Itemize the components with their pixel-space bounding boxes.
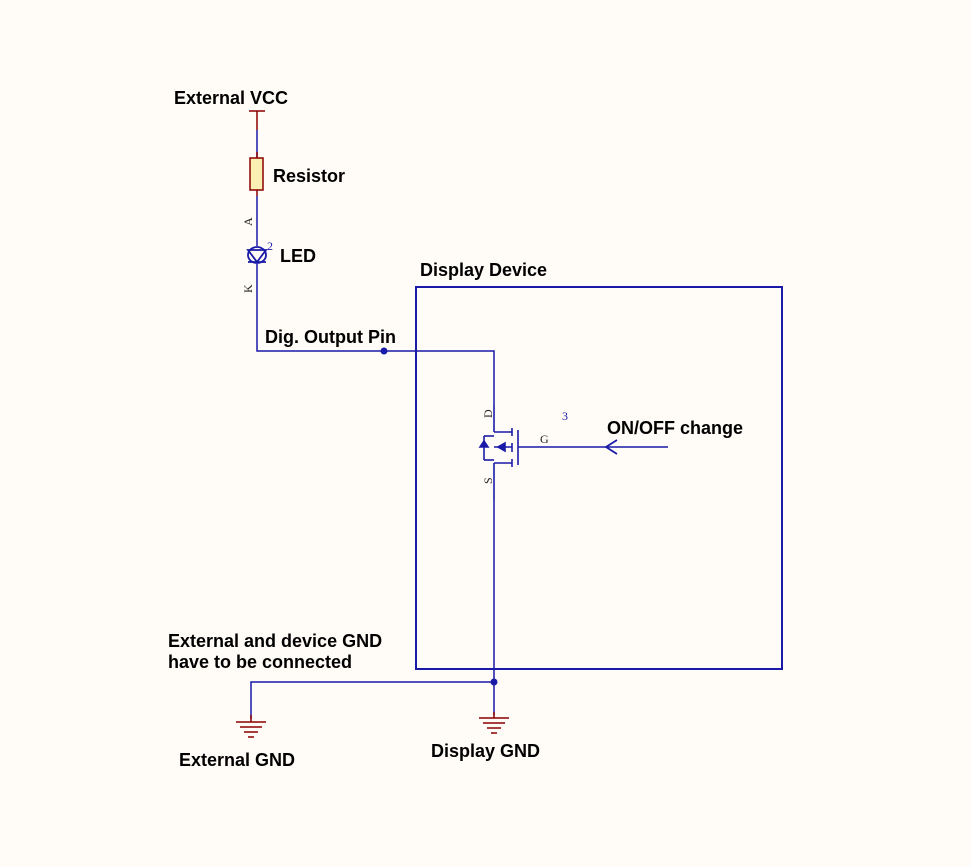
gnd-junction — [490, 678, 498, 686]
mosfet-drain-pin: D — [481, 409, 495, 418]
display-device-label: Display Device — [420, 260, 547, 280]
external-gnd-label: External GND — [179, 750, 295, 770]
arrow-icon — [604, 439, 618, 455]
on-off-change-label: ON/OFF change — [607, 418, 743, 438]
led-pin-number: 2 — [267, 239, 273, 253]
led-cathode-pin: K — [241, 284, 255, 293]
mosfet-symbol — [478, 405, 560, 500]
resistor-label: Resistor — [273, 166, 345, 186]
external-vcc-label: External VCC — [174, 88, 288, 108]
resistor-symbol — [249, 152, 264, 196]
led-symbol — [246, 246, 268, 264]
gnd-note-line1: External and device GND — [168, 631, 382, 651]
display-device-box — [415, 286, 783, 670]
wire-gnd-link — [250, 681, 494, 719]
led-anode-pin: A — [241, 217, 255, 226]
gnd-note-line2: have to be connected — [168, 652, 352, 672]
wire-led-to-drain — [256, 264, 495, 405]
dig-output-junction — [380, 347, 388, 355]
external-gnd-symbol — [236, 715, 266, 738]
dig-output-pin-label: Dig. Output Pin — [265, 327, 396, 347]
mosfet-pin-number: 3 — [562, 409, 568, 423]
display-gnd-label: Display GND — [431, 741, 540, 761]
mosfet-gate-pin: G — [540, 432, 549, 446]
display-gnd-symbol — [479, 712, 509, 734]
led-label: LED — [280, 246, 316, 266]
mosfet-source-pin: S — [481, 477, 495, 484]
vcc-symbol — [249, 110, 265, 130]
